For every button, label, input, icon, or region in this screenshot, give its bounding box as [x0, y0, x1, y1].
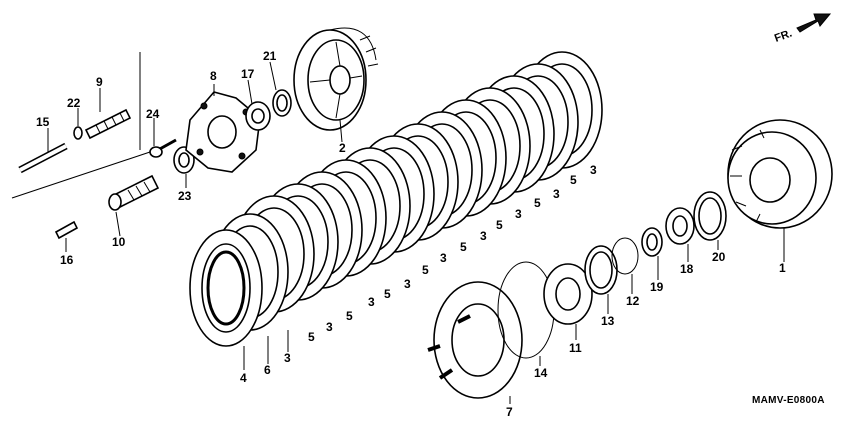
callout-19: 19: [650, 280, 664, 294]
part-15-rod: [18, 142, 68, 174]
part-7-clutch-center: [427, 281, 523, 399]
callout-1: 1: [779, 261, 786, 275]
part-22-o-ring: [73, 126, 83, 140]
part-18-lock-nut: [665, 207, 695, 245]
part-8-lifter-plate: [185, 91, 261, 173]
part-21-washer: [272, 89, 292, 117]
part-9-shaft: [84, 108, 132, 140]
callout-5: 5: [308, 330, 315, 344]
callout-4: 4: [240, 371, 247, 385]
part-16-pin: [54, 220, 79, 240]
callout-7: 7: [506, 405, 513, 419]
callout-labels: 1 2 3 3 3 3 3 3 3 3 3 4 5 5 5 5 5 5 5 5 …: [36, 49, 786, 419]
callout-3: 3: [404, 277, 411, 291]
callout-5: 5: [534, 196, 541, 210]
front-direction-indicator: FR.: [773, 13, 832, 45]
callout-16: 16: [60, 253, 74, 267]
clutch-plate-stack: [189, 51, 603, 347]
part-17-nut: [245, 101, 271, 131]
callout-17: 17: [241, 67, 255, 81]
group-divider: [11, 52, 151, 199]
callout-5: 5: [384, 287, 391, 301]
part-11-spring-seat: [543, 263, 593, 325]
diagram-code: MAMV-E0800A: [752, 395, 825, 406]
part-23-bearing: [173, 146, 195, 174]
callout-15: 15: [36, 115, 50, 129]
part-19-bearing: [641, 227, 663, 257]
callout-3: 3: [480, 229, 487, 243]
callout-3: 3: [368, 295, 375, 309]
callout-5: 5: [422, 263, 429, 277]
callout-21: 21: [263, 49, 277, 63]
callout-5: 5: [570, 173, 577, 187]
callout-14: 14: [534, 366, 548, 380]
part-20-washer: [693, 191, 727, 241]
part-12-snap-ring: [611, 237, 639, 275]
callout-9: 9: [96, 75, 103, 89]
callout-13: 13: [601, 314, 615, 328]
callout-10: 10: [112, 235, 126, 249]
callout-18: 18: [680, 262, 694, 276]
callout-24: 24: [146, 107, 160, 121]
direction-label: FR.: [773, 27, 794, 44]
part-24-bolt: [149, 138, 177, 158]
part-10-threaded-shaft: [108, 174, 160, 211]
callout-2: 2: [339, 141, 346, 155]
front-arrow-icon: [796, 13, 832, 33]
callout-5: 5: [460, 240, 467, 254]
callout-8: 8: [210, 69, 217, 83]
callout-5: 5: [346, 309, 353, 323]
callout-3: 3: [284, 351, 291, 365]
callout-3: 3: [553, 187, 560, 201]
callout-22: 22: [67, 96, 81, 110]
part-13-spring: [584, 245, 618, 295]
callout-3: 3: [440, 251, 447, 265]
callout-6: 6: [264, 363, 271, 377]
callout-20: 20: [712, 250, 726, 264]
callout-3: 3: [590, 163, 597, 177]
leader-lines: [47, 61, 785, 404]
callout-12: 12: [626, 294, 640, 308]
callout-11: 11: [569, 341, 582, 355]
callout-23: 23: [178, 189, 192, 203]
callout-3: 3: [326, 320, 333, 334]
part-2-pressure-plate: [293, 27, 379, 131]
callout-5: 5: [496, 218, 503, 232]
callout-3: 3: [515, 207, 522, 221]
part-1-clutch-outer: [727, 119, 833, 229]
